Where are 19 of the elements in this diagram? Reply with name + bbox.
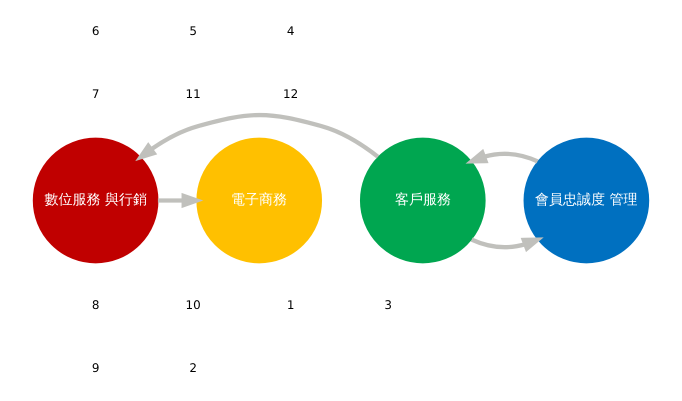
- label: 11: [186, 86, 201, 101]
- arrow: [470, 237, 544, 252]
- label: 12: [283, 86, 298, 101]
- node-circle: 電子商務: [196, 138, 322, 264]
- node-circle: 會員忠誠度 管理: [524, 138, 650, 264]
- label: 7: [92, 86, 100, 101]
- node-circle: 客戶服務: [360, 138, 486, 264]
- arrow: [466, 148, 538, 164]
- label: 5: [189, 24, 197, 38]
- label: 2: [189, 360, 197, 375]
- label: 4: [286, 24, 294, 38]
- label: 10: [186, 298, 201, 312]
- label: 6: [92, 24, 100, 38]
- label: 9: [92, 360, 100, 375]
- arrow: [158, 192, 204, 208]
- arrow: [135, 112, 380, 162]
- label: 3: [384, 298, 392, 312]
- label: 8: [92, 298, 100, 312]
- label: 1: [286, 298, 294, 312]
